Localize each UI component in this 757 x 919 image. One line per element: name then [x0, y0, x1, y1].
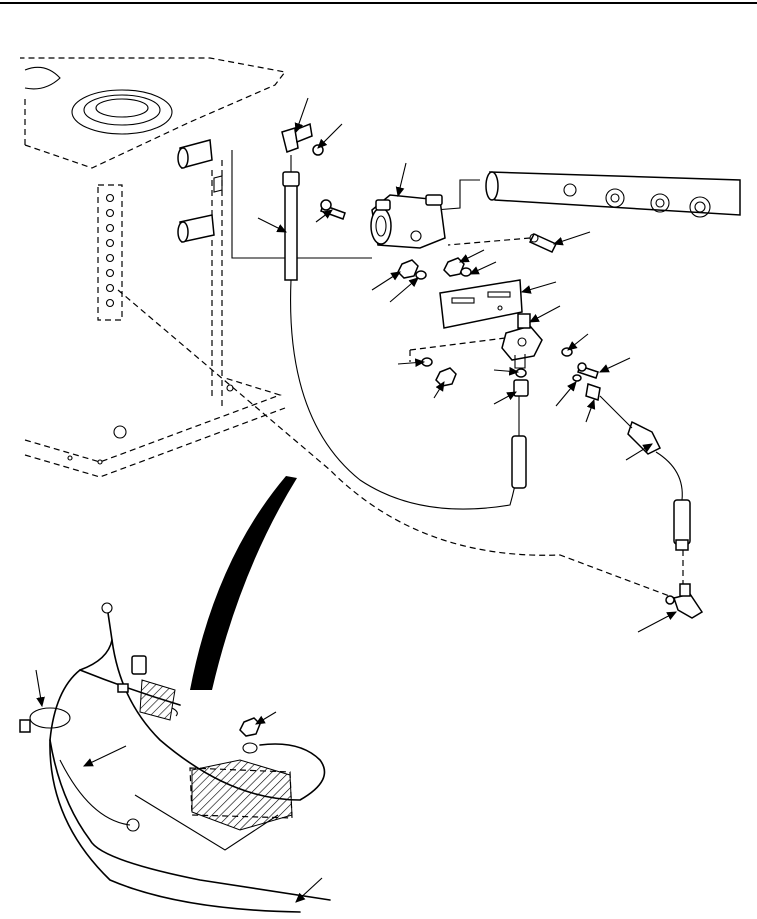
leader-arrow — [255, 711, 277, 725]
leader-arrow — [389, 277, 419, 303]
leader-arrow — [599, 357, 631, 373]
leader-arrow — [637, 611, 677, 633]
leader-arrow — [469, 261, 497, 275]
leader-arrow — [371, 271, 401, 291]
port-tube-upper-icon — [177, 139, 213, 169]
ground-lug-icon — [239, 717, 261, 754]
nut-icon — [397, 259, 419, 279]
header-rule — [0, 2, 757, 4]
manifold-tube-icon — [434, 171, 741, 218]
leader-arrow — [257, 217, 287, 233]
leader-arrows — [35, 97, 677, 903]
leader-arrow — [83, 745, 127, 767]
nut-icon — [435, 367, 457, 387]
washer-icon — [415, 270, 427, 280]
leader-arrow — [459, 249, 485, 263]
leader-arrow — [555, 381, 577, 407]
leader-arrow — [397, 358, 426, 368]
fitting-icon — [513, 379, 529, 397]
leader-arrow — [625, 443, 653, 461]
leader-arrow — [567, 333, 589, 351]
fitting-icon — [585, 383, 601, 401]
lower-hose-left-icon — [511, 396, 527, 489]
leader-arrow — [315, 209, 333, 223]
leader-arrow — [493, 366, 520, 376]
strainer-housing-icon — [370, 194, 446, 249]
nut-icon — [443, 257, 465, 277]
lower-hose-right-icon — [673, 499, 691, 551]
bolt-icon — [577, 362, 599, 379]
wire-harness-icon — [19, 602, 331, 913]
leader-arrow — [317, 123, 343, 149]
leader-arrow — [529, 305, 561, 323]
leader-arrow — [395, 162, 407, 198]
cable-tie-icon — [19, 707, 71, 733]
washer-icon — [561, 347, 573, 357]
elbow-hose-fitting-icon — [599, 395, 683, 501]
top-flange-icon — [71, 89, 173, 135]
leader-arrow — [585, 398, 596, 423]
valve-block-icon — [409, 313, 543, 369]
leader-arrow — [294, 97, 309, 134]
tee-fitting-icon — [665, 550, 704, 619]
washer-icon — [515, 368, 527, 378]
vertical-hose-icon — [282, 155, 521, 510]
elbow-fitting-icon — [281, 122, 324, 156]
detail-pointer-icon — [190, 476, 297, 690]
tank-structure — [20, 57, 681, 601]
sensor-fitting-icon — [447, 233, 558, 253]
leader-arrow — [520, 281, 557, 294]
leader-arrow — [35, 669, 45, 708]
port-tube-lower-icon — [177, 214, 215, 243]
mounting-bracket-icon — [439, 279, 523, 329]
leader-arrow — [433, 381, 445, 399]
leader-arrow — [295, 877, 323, 903]
leader-arrow — [552, 231, 591, 246]
washer-icon — [572, 374, 582, 382]
washer-icon — [460, 267, 472, 277]
bolt-icon — [320, 199, 346, 220]
leader-arrow — [493, 391, 517, 405]
terminal-strip-icon — [97, 184, 123, 321]
